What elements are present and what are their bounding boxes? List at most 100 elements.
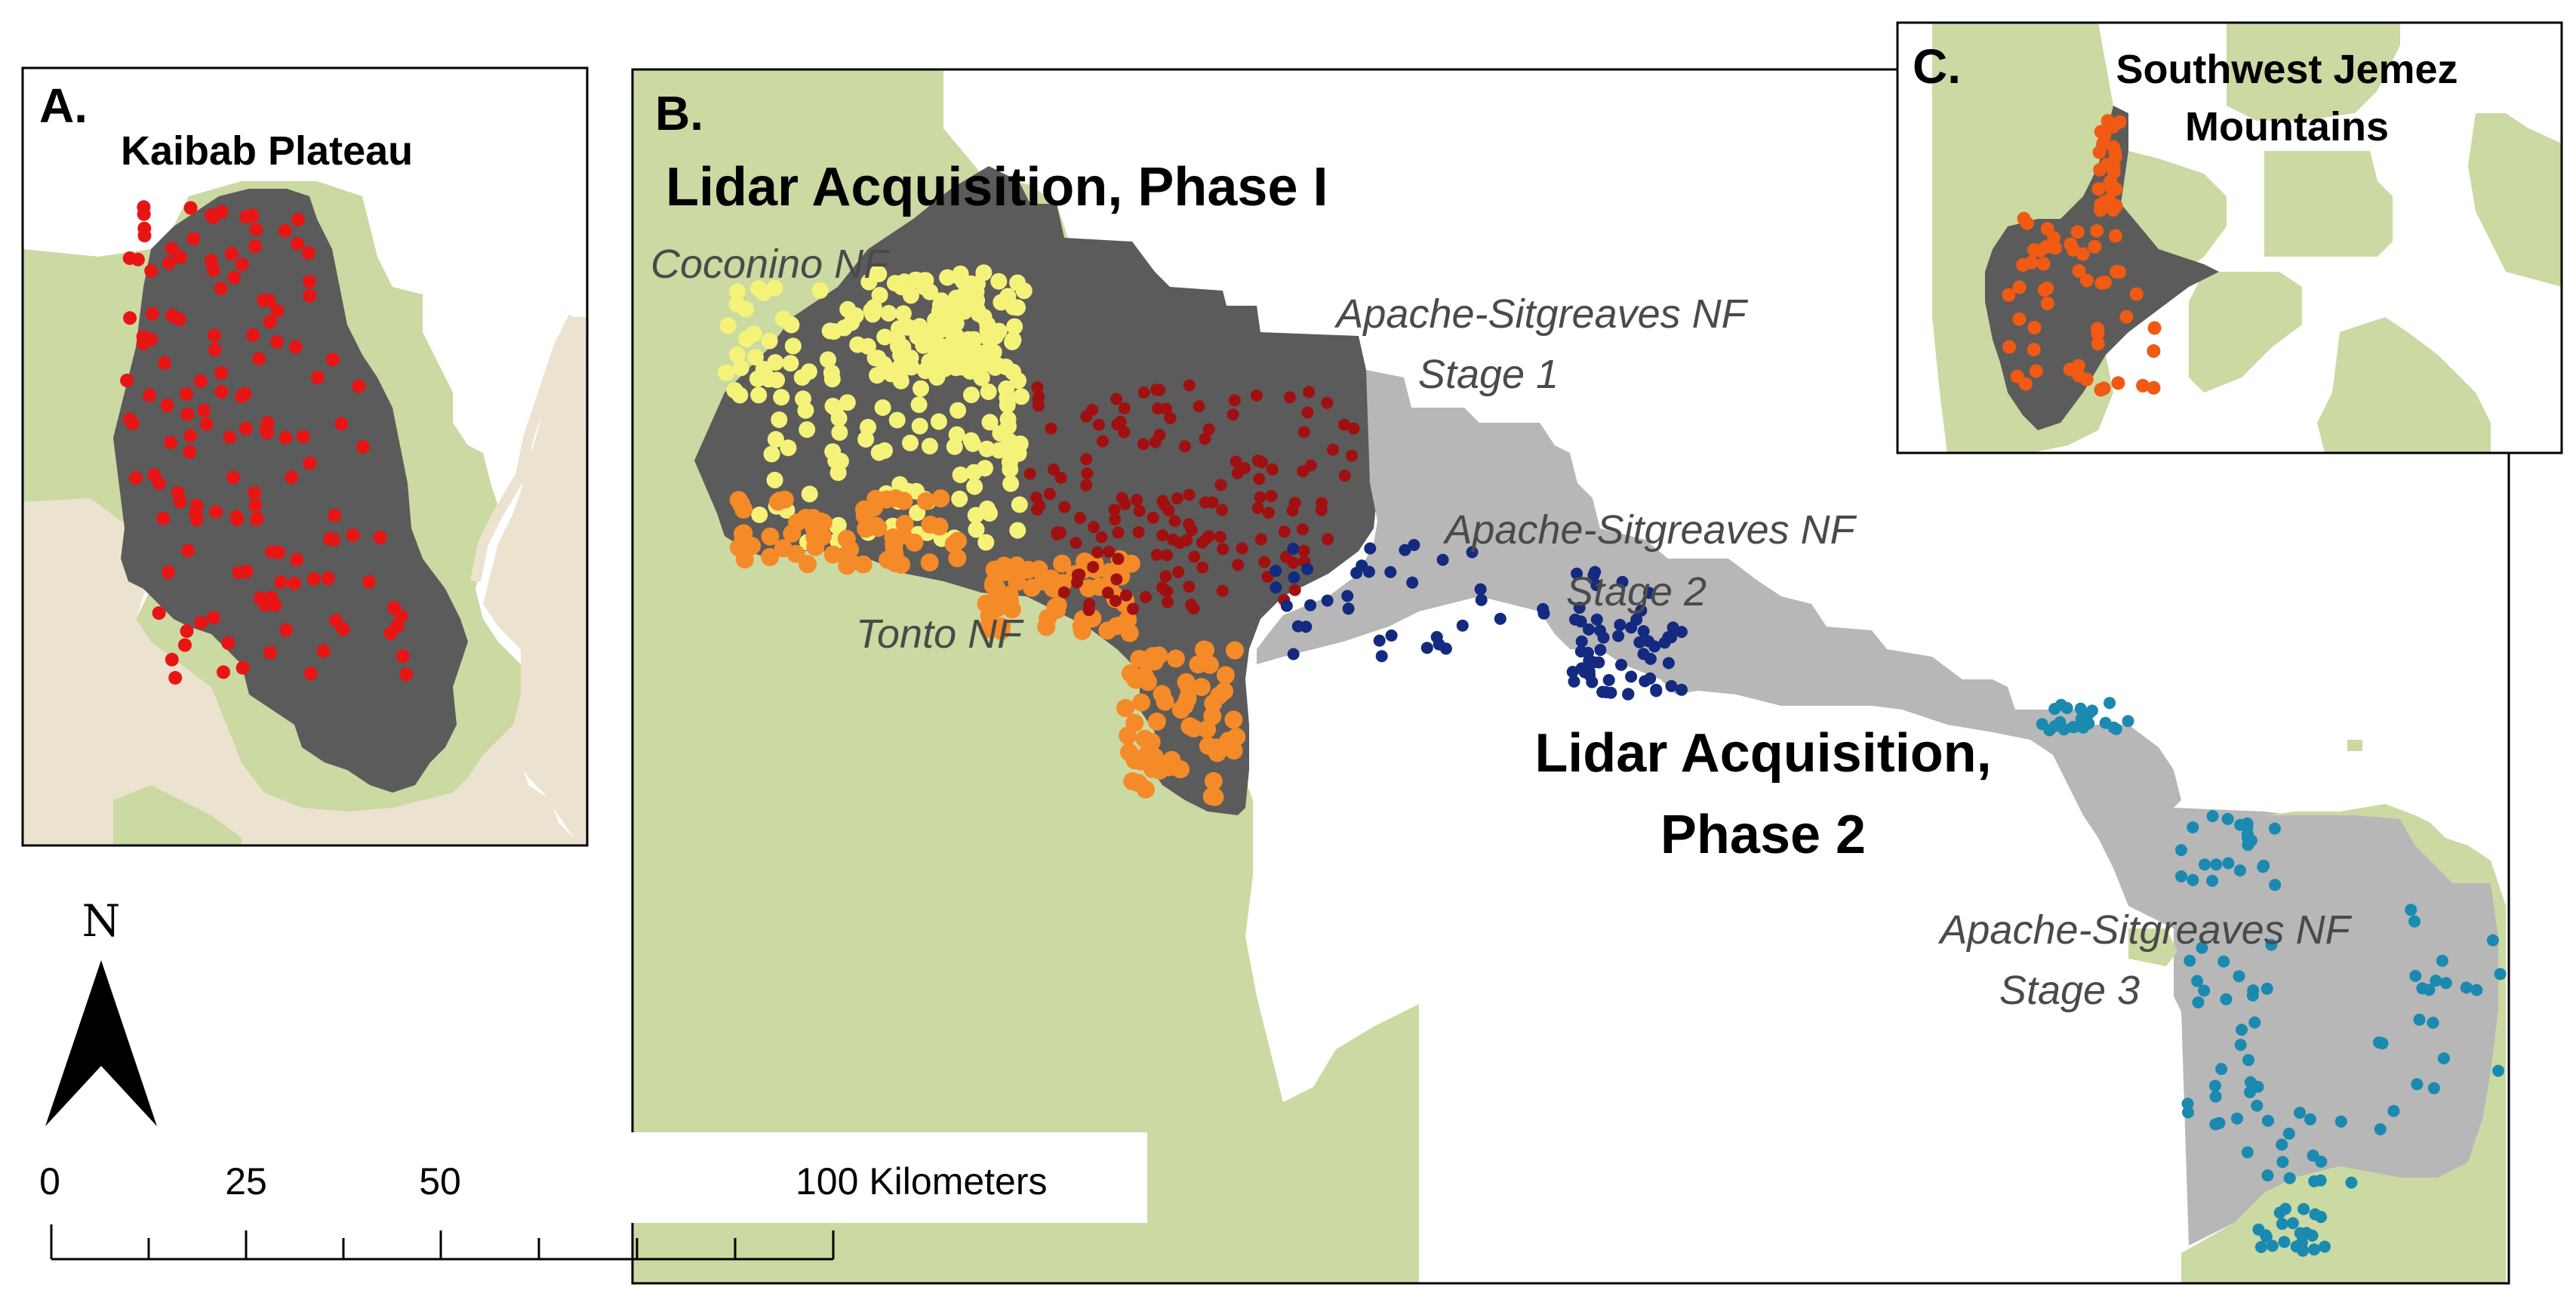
- plot-point: [1162, 750, 1181, 769]
- plot-point: [1137, 438, 1150, 451]
- plot-point: [1622, 688, 1634, 701]
- plot-point: [2079, 273, 2094, 288]
- plot-point: [1118, 402, 1131, 414]
- plot-point: [239, 210, 253, 224]
- plot-point: [1251, 454, 1264, 467]
- plot-point: [857, 519, 876, 538]
- plot-point: [1251, 502, 1264, 514]
- plot-point: [1156, 692, 1174, 711]
- plot-point: [1008, 573, 1026, 592]
- plot-point: [352, 379, 366, 393]
- plot-point: [288, 340, 303, 354]
- plot-point: [1644, 672, 1657, 685]
- plot-point: [1032, 399, 1045, 412]
- plot-point: [865, 498, 883, 517]
- plot-point: [2111, 376, 2125, 390]
- plot-point: [1612, 630, 1625, 642]
- plot-point: [1568, 675, 1580, 688]
- plot-point: [1164, 412, 1177, 424]
- phase2-title-line2: Phase 2: [1660, 805, 1866, 865]
- plot-point: [1137, 780, 1155, 799]
- plot-point: [1123, 772, 1142, 790]
- plot-point: [2276, 1156, 2289, 1169]
- plot-point: [1350, 567, 1363, 579]
- plot-point: [1198, 720, 1217, 739]
- plot-point: [1043, 488, 1056, 500]
- plot-point: [2175, 870, 2187, 882]
- plot-point: [1010, 372, 1026, 390]
- plot-point: [719, 317, 737, 334]
- plot-point: [279, 623, 294, 637]
- plot-point: [1597, 631, 1610, 644]
- plot-point: [829, 516, 847, 534]
- plot-point: [278, 223, 292, 238]
- plot-point: [1456, 619, 1469, 632]
- plot-point: [1199, 433, 1211, 445]
- plot-point: [1321, 396, 1334, 409]
- plot-point: [965, 343, 983, 361]
- plot-point: [2070, 225, 2085, 239]
- plot-point: [998, 380, 1015, 397]
- plot-point: [279, 430, 293, 445]
- plot-point: [820, 351, 836, 368]
- plot-point: [2241, 1146, 2254, 1159]
- plot-point: [949, 531, 967, 550]
- plot-point: [1297, 544, 1310, 557]
- plot-point: [1286, 504, 1299, 517]
- plot-point: [1013, 388, 1030, 405]
- plot-point: [2231, 1112, 2243, 1125]
- plot-point: [1156, 529, 1169, 542]
- plot-point: [285, 470, 299, 485]
- plot-point: [1180, 680, 1199, 699]
- panel-c-title-line2: Mountains: [2185, 104, 2389, 149]
- plot-point: [1287, 648, 1300, 661]
- plot-point: [2436, 954, 2448, 967]
- plot-point: [1230, 455, 1242, 468]
- plot-point: [1088, 521, 1100, 534]
- plot-point: [1159, 570, 1172, 583]
- plot-point: [2187, 821, 2199, 833]
- asnf-stage3-label-line1: Apache-Sitgreaves NF: [1937, 907, 2352, 953]
- plot-point: [399, 667, 414, 682]
- plot-point: [1137, 386, 1150, 399]
- plot-point: [1023, 578, 1042, 597]
- plot-point: [2315, 1155, 2328, 1168]
- plot-point: [2198, 984, 2211, 997]
- plot-point: [2048, 703, 2061, 716]
- plot-point: [2244, 1086, 2256, 1098]
- plot-point: [1171, 492, 1183, 505]
- plot-point: [2304, 1113, 2316, 1126]
- plot-point: [272, 545, 286, 559]
- plot-point: [257, 293, 271, 307]
- plot-point: [1087, 561, 1100, 574]
- plot-point: [290, 553, 304, 567]
- plot-point: [891, 368, 909, 385]
- plot-point: [2040, 297, 2054, 310]
- plot-point: [325, 353, 340, 367]
- plot-point: [2494, 968, 2507, 981]
- plot-point: [726, 382, 743, 399]
- plot-point: [2110, 722, 2122, 735]
- plot-point: [1254, 533, 1267, 546]
- plot-point: [1587, 569, 1600, 582]
- plot-point: [1315, 504, 1328, 516]
- plot-point: [2047, 231, 2060, 245]
- plot-point: [963, 386, 980, 404]
- plot-point: [1637, 625, 1650, 638]
- plot-point: [165, 652, 179, 667]
- scale-bar-background: [23, 1132, 1147, 1223]
- plot-point: [1373, 634, 1386, 647]
- plot-point: [334, 417, 349, 431]
- plot-point: [2286, 1217, 2299, 1230]
- plot-point: [2036, 718, 2048, 731]
- plot-point: [158, 356, 172, 370]
- plot-point: [823, 364, 840, 381]
- plot-point: [1347, 422, 1360, 435]
- plot-point: [2427, 1082, 2440, 1095]
- plot-point: [2082, 717, 2095, 730]
- plot-point: [160, 398, 174, 412]
- plot-point: [180, 387, 194, 402]
- plot-point: [2208, 1079, 2221, 1092]
- asnf-stage2-plots: [1270, 539, 1688, 701]
- plot-point: [824, 397, 842, 414]
